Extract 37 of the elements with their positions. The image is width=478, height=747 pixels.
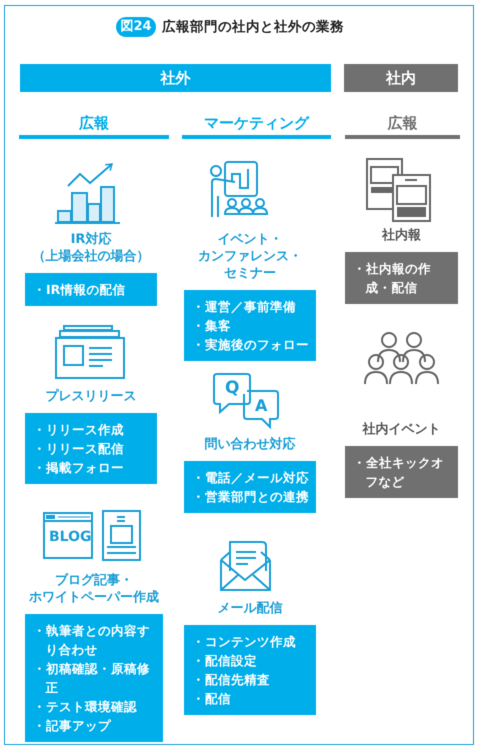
- task-heading: 社内イベント: [361, 421, 442, 438]
- list-item: ・配信先精査: [192, 671, 271, 689]
- task-heading: ブログ記事・ホワイトペーパー作成: [28, 572, 160, 606]
- list-item: ・掲載フォロー: [33, 459, 125, 477]
- list-item: ・全社キックオフなど: [353, 454, 445, 491]
- task-heading: 問い合わせ対応: [204, 436, 296, 453]
- task-heading: IR対応（上場会社の場合）: [32, 231, 150, 265]
- task-heading: 社内報: [380, 227, 422, 244]
- task-heading: メール配信: [216, 600, 284, 617]
- list-item: ・記事アップ: [33, 717, 112, 735]
- list-item: ・配信設定: [192, 652, 258, 670]
- task-heading: イベント・カンファレンス・セミナー: [197, 231, 303, 282]
- icon-letter: Q: [225, 380, 240, 397]
- list-item: ・社内報の作成・配信: [353, 260, 432, 297]
- list-item: ・集客: [192, 317, 232, 335]
- list-item: ・配信: [192, 690, 232, 708]
- list-item: ・初稿確認・原稿修正: [33, 660, 151, 697]
- diagram-title: 広報部門の社内と社外の業務: [162, 18, 345, 37]
- list-item: ・営業部門との連携: [192, 488, 310, 506]
- icon-letter: A: [255, 398, 268, 414]
- column-heading: マーケティング: [182, 114, 331, 139]
- list-item: ・リリース作成: [33, 421, 125, 439]
- list-item: ・実施後のフォロー: [192, 336, 310, 354]
- task-heading: プレスリリース: [44, 388, 138, 405]
- figure-number-badge: 図24: [116, 17, 156, 37]
- list-item: ・コンテンツ作成: [192, 633, 297, 651]
- icon-letter: BLOG: [49, 530, 92, 544]
- list-item: ・リリース配信: [33, 440, 125, 458]
- list-item: ・テスト環境確認: [33, 698, 138, 716]
- list-item: ・運営／事前準備: [192, 298, 297, 316]
- list-item: ・IR情報の配信: [33, 281, 126, 299]
- list-item: ・執筆者との内容すり合わせ: [33, 622, 151, 659]
- section-header-band: 社外: [20, 64, 331, 92]
- section-header-band: 社内: [344, 64, 458, 92]
- column-heading: 広報: [345, 114, 460, 139]
- list-item: ・電話／メール対応: [192, 469, 310, 487]
- column-heading: 広報: [19, 114, 169, 139]
